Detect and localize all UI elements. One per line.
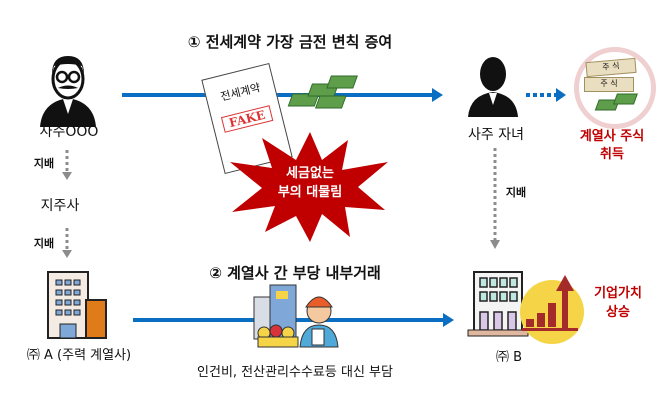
company-b-result-line1: 기업가치	[594, 286, 642, 301]
company-a-building-icon	[47, 271, 107, 339]
holding-label: 지주사	[40, 198, 80, 214]
step1-title: ① 전세계약 가장 금전 변칙 증여	[187, 33, 393, 51]
control-label: 지배	[33, 237, 55, 250]
company-b-label: ㈜ B	[495, 350, 523, 365]
burst-line1: 세금없는	[286, 166, 334, 181]
office-workers-icon	[253, 284, 339, 348]
document-title: 전세계약	[219, 81, 262, 104]
step2-title: ② 계열사 간 부당 내부거래	[209, 264, 381, 282]
starburst-icon	[230, 132, 388, 242]
stock-money-icon	[594, 93, 638, 111]
money-stack-icon	[287, 75, 358, 109]
owner-person-icon	[40, 56, 96, 127]
owner-label: 사주OOO	[39, 124, 99, 140]
company-b-result-line2: 상승	[606, 305, 630, 320]
stock-ticket: 주 식	[584, 77, 634, 92]
child-person-icon	[468, 57, 518, 117]
control-label: 지배	[505, 186, 527, 199]
fake-stamp: FAKE	[220, 105, 274, 133]
company-b-building-icon	[467, 271, 529, 337]
step2-caption: 인건비, 전산관리수수료등 대신 부담	[197, 365, 393, 380]
stock-result-line1: 계열사 주식	[579, 129, 645, 144]
control-label: 지배	[33, 157, 55, 170]
stock-result-line2: 취득	[600, 147, 624, 162]
burst-line2: 부의 대물림	[277, 185, 343, 200]
company-a-label: ㈜ A (주력 계열사)	[26, 348, 132, 363]
value-growth-chart-icon	[520, 275, 584, 344]
child-label: 사주 자녀	[468, 127, 524, 143]
